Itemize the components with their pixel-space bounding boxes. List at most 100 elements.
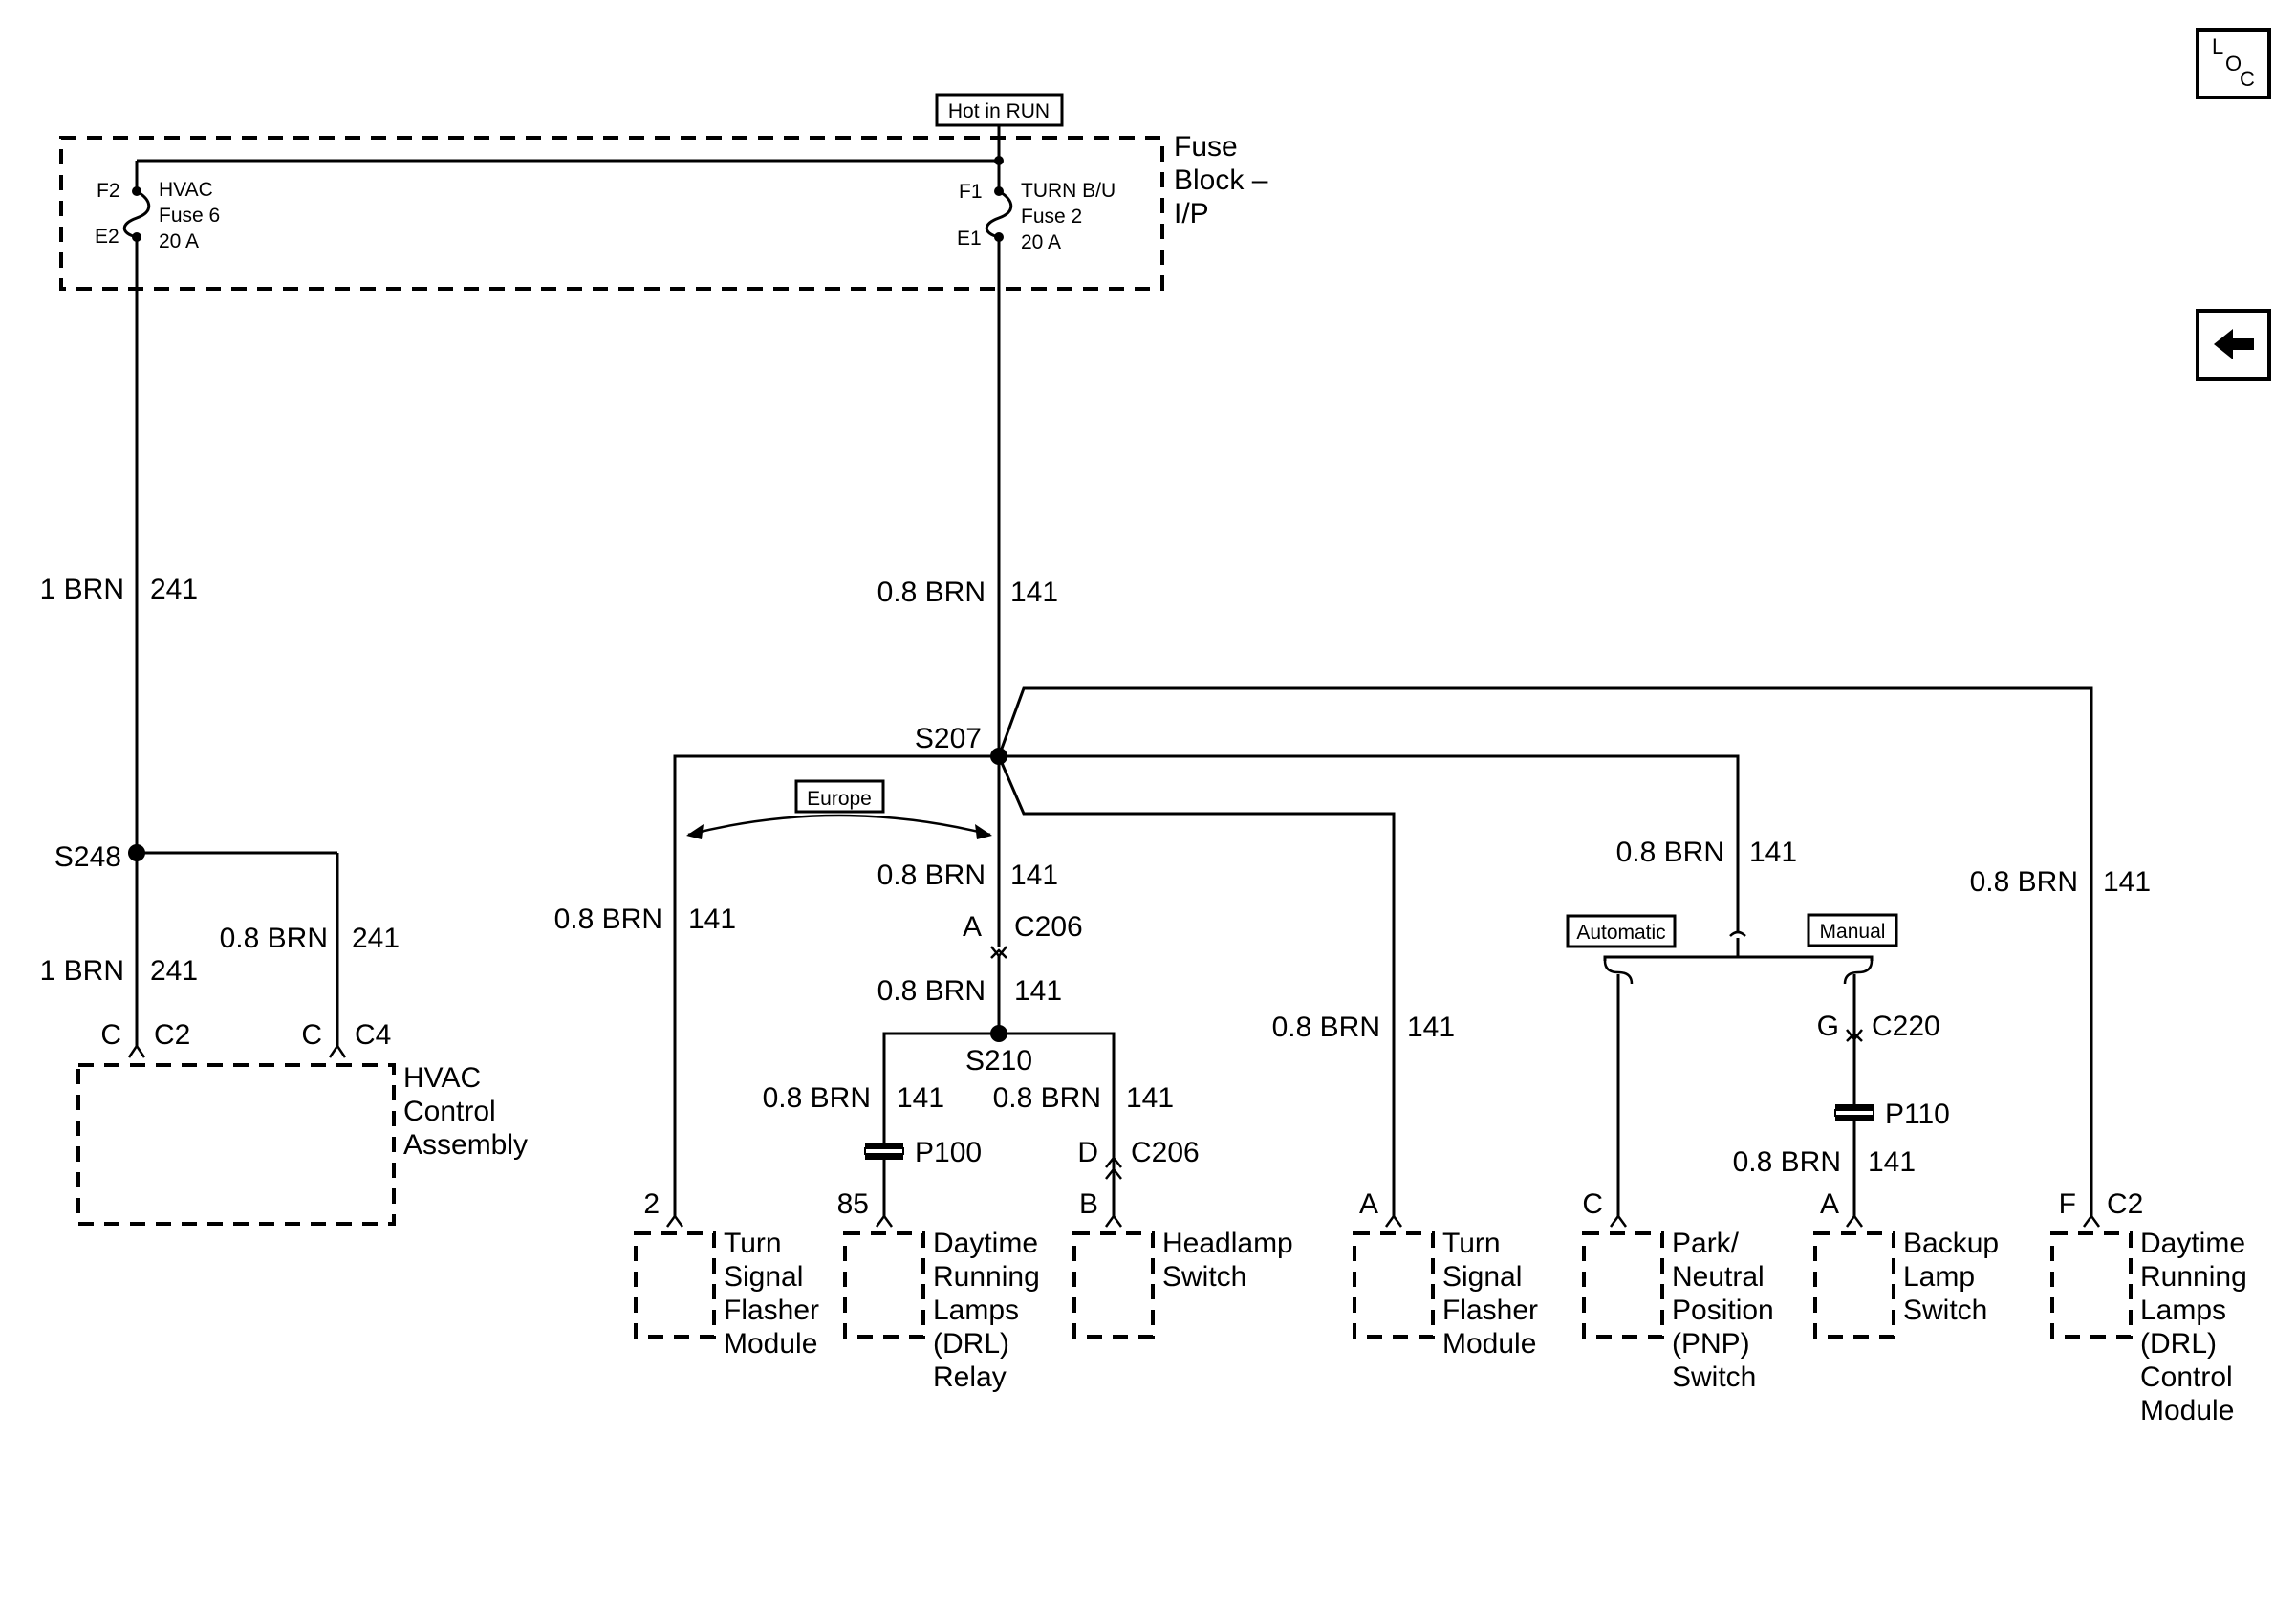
europe-note: Europe — [686, 779, 992, 839]
drl-relay-line-1: Daytime — [933, 1228, 1038, 1259]
hvac-c4-wire-circuit: 241 — [352, 923, 400, 954]
hvac-fuse-terminal-bottom: E2 — [95, 226, 119, 248]
hvac-c2-name: C2 — [154, 1019, 190, 1051]
flasher-left-terminal — [665, 1213, 684, 1228]
svg-text:Hot in RUN: Hot in RUN — [948, 100, 1050, 122]
drl-module-wire — [997, 686, 2093, 1216]
c220-terminal-lower — [1846, 1032, 1863, 1042]
pnp-pin: C — [1582, 1188, 1603, 1220]
center-lower-wire-size: 0.8 BRN — [877, 975, 986, 1007]
hvac-c2-terminal — [127, 1043, 146, 1058]
fuse-block-title-2: Block – — [1174, 164, 1268, 196]
c206-top-terminal-lower — [990, 948, 1007, 959]
automatic-note: Automatic — [1566, 914, 1677, 948]
p110-connector — [1834, 1104, 1874, 1121]
flasher-left-pin: 2 — [643, 1188, 660, 1220]
pnp-line-3: Position — [1672, 1295, 1774, 1326]
fuse-block-title-3: I/P — [1174, 198, 1209, 229]
p100-label: P100 — [915, 1137, 982, 1168]
turn-main-wire-circuit: 141 — [1010, 577, 1058, 608]
arrow-left-icon — [2214, 329, 2254, 359]
flasher-right-box — [1353, 1231, 1435, 1339]
turn-fuse-terminal-bottom: E1 — [957, 228, 982, 250]
hvac-main-wire-circuit: 241 — [150, 574, 198, 605]
drl-relay-box — [843, 1231, 925, 1339]
manual-note: Manual — [1807, 913, 1898, 947]
pnp-terminal — [1609, 1213, 1628, 1228]
svg-text:Automatic: Automatic — [1576, 922, 1665, 944]
flasher-right-terminal — [1384, 1213, 1403, 1228]
turn-fuse: F1 E1 TURN B/U Fuse 2 20 A — [957, 180, 1116, 253]
drl-relay-line-5: Relay — [933, 1361, 1007, 1393]
flasher-left-line-1: Turn — [724, 1228, 782, 1259]
drl-relay-line-4: (DRL) — [933, 1328, 1009, 1360]
pnp-line-1: Park/ — [1672, 1228, 1740, 1259]
c206-head-pin: D — [1077, 1137, 1098, 1168]
headlamp-wire-circuit: 141 — [1126, 1082, 1174, 1114]
flasher-left-line-3: Flasher — [724, 1295, 819, 1326]
backup-box — [1813, 1231, 1895, 1339]
headlamp-wire-size: 0.8 BRN — [993, 1082, 1101, 1114]
drl-module-box — [2050, 1231, 2133, 1339]
drl-relay-wire-circuit: 141 — [897, 1082, 944, 1114]
flasher-right-line-1: Turn — [1442, 1228, 1501, 1259]
pnp-line-5: Switch — [1672, 1361, 1756, 1393]
trans-branch-splice-icon — [1729, 930, 1746, 937]
drl-module-pin: F — [2059, 1188, 2076, 1220]
hvac-component-line-2: Control — [403, 1096, 496, 1127]
back-arrow-button[interactable] — [2196, 309, 2271, 381]
hvac-c4-terminal — [328, 1043, 347, 1058]
hvac-c4-name: C4 — [355, 1019, 391, 1051]
flasher-right-line-2: Signal — [1442, 1261, 1522, 1293]
location-icon-letter-c: C — [2240, 67, 2255, 91]
flasher-right-line-3: Flasher — [1442, 1295, 1538, 1326]
center-lower-wire-circuit: 141 — [1014, 975, 1062, 1007]
flasher-left-wire — [673, 754, 999, 1216]
splice-s207-label: S207 — [915, 723, 982, 754]
drl-module-wire-circuit: 141 — [2103, 866, 2151, 898]
flasher-right-wire-circuit: 141 — [1407, 1012, 1455, 1043]
flasher-left-line-2: Signal — [724, 1261, 803, 1293]
drl-module-line-6: Module — [2140, 1395, 2234, 1426]
hvac-c4-pin: C — [301, 1019, 322, 1051]
drl-module-connector: C2 — [2107, 1188, 2143, 1220]
backup-option-curve-right — [1843, 970, 1859, 985]
flasher-left-line-4: Module — [724, 1328, 817, 1360]
fuse-block-outline — [59, 136, 1164, 291]
headlamp-box — [1072, 1231, 1155, 1339]
location-icon-button[interactable]: L O C — [2196, 28, 2271, 99]
pnp-box — [1582, 1231, 1664, 1339]
splice-s248-label: S248 — [54, 841, 121, 873]
flasher-right-wire-size: 0.8 BRN — [1272, 1012, 1380, 1043]
s210-branch-wires — [882, 1032, 1116, 1216]
drl-relay-wire-size: 0.8 BRN — [763, 1082, 871, 1114]
drl-module-line-3: Lamps — [2140, 1295, 2226, 1326]
drl-module-line-5: Control — [2140, 1361, 2233, 1393]
headlamp-line-1: Headlamp — [1162, 1228, 1293, 1259]
backup-option-curve-left — [1857, 960, 1874, 974]
pnp-line-2: Neutral — [1672, 1261, 1765, 1293]
drl-relay-line-2: Running — [933, 1261, 1040, 1293]
hvac-component-line-1: HVAC — [403, 1062, 481, 1094]
p100-connector — [864, 1143, 904, 1160]
backup-line-1: Backup — [1903, 1228, 1999, 1259]
drl-relay-terminal — [875, 1213, 894, 1228]
hvac-fuse-name: HVAC — [159, 179, 213, 201]
drl-module-terminal — [2082, 1213, 2101, 1228]
c220-terminal-upper — [1846, 1029, 1863, 1042]
svg-text:Europe: Europe — [807, 788, 872, 810]
hot-in-run-label: Hot in RUN — [935, 93, 1064, 127]
drl-relay-line-3: Lamps — [933, 1295, 1019, 1326]
p110-label: P110 — [1885, 1099, 1950, 1130]
c220-pin: G — [1817, 1011, 1839, 1042]
center-upper-wire-circuit: 141 — [1010, 860, 1058, 891]
hvac-fuse-number: Fuse 6 — [159, 205, 220, 227]
hvac-component-line-3: Assembly — [403, 1129, 528, 1161]
headlamp-line-2: Switch — [1162, 1261, 1246, 1293]
c206-head-terminal-lower — [1105, 1166, 1122, 1180]
center-upper-wire-size: 0.8 BRN — [877, 860, 986, 891]
c206-top-pin: A — [963, 911, 982, 943]
hvac-c4-wire-size: 0.8 BRN — [220, 923, 328, 954]
backup-line-2: Lamp — [1903, 1261, 1975, 1293]
